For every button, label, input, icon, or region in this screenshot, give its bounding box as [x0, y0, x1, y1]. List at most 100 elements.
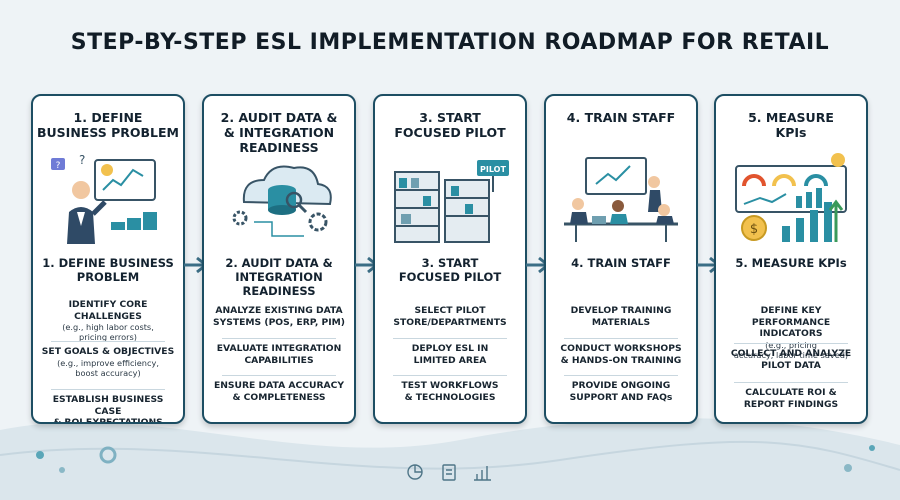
action-title-line: COLLECT AND ANALYZE [730, 348, 852, 359]
item-divider [393, 375, 507, 376]
step-title: 2. AUDIT DATA &INTEGRATION READINESS [208, 256, 350, 298]
action-title-line: LIMITED AREA [413, 354, 487, 366]
step-title-line: 4. TRAIN STAFF [571, 256, 671, 270]
store-shelves-pilot-illustration: PILOT [394, 160, 509, 243]
step-action-item: ENSURE DATA ACCURACY& COMPLETENESS [210, 380, 348, 403]
action-example-line: pricing errors) [79, 332, 137, 342]
step-title-line: 5. MEASURE KPIs [735, 256, 847, 270]
step-title-line: 3. START [421, 256, 479, 270]
step-header-line: FOCUSED PILOT [394, 125, 506, 140]
step-action-item: ESTABLISH BUSINESS CASE& ROI EXPECTATION… [39, 394, 177, 424]
action-title-line: SET GOALS & OBJECTIVES [41, 346, 175, 357]
decor-ring-icon [99, 446, 117, 464]
step-action-item: CALCULATE ROI &REPORT FINDINGS [722, 387, 860, 410]
action-example-line: (e.g., pricing [765, 339, 817, 350]
svg-text:$: $ [750, 222, 758, 237]
item-divider [734, 343, 848, 344]
action-example-line: (e.g., improve efficiency, [57, 357, 159, 368]
business-person-presentation-illustration: ?? [51, 153, 157, 244]
item-divider [222, 375, 336, 376]
action-title-line: REPORT FINDINGS [743, 398, 839, 410]
action-title-line: EVALUATE INTEGRATION [216, 343, 342, 354]
step-header-line: 5. MEASURE [748, 110, 834, 125]
page-title: STEP-BY-STEP ESL IMPLEMENTATION ROADMAP … [70, 30, 830, 55]
decor-dot [59, 467, 65, 473]
action-title-line: SUPPORT AND FAQs [569, 391, 673, 403]
item-divider [51, 389, 165, 390]
step-title: 4. TRAIN STAFF [550, 256, 692, 270]
cloud-database-gears-illustration [232, 165, 332, 237]
item-divider [564, 375, 678, 376]
step-header-line: 2. AUDIT DATA & [220, 110, 338, 125]
step-title-line: INTEGRATION READINESS [235, 270, 323, 298]
training-classroom-illustration [564, 157, 678, 242]
action-title-line: DEPLOY ESL IN [411, 343, 489, 354]
step-action-item: CONDUCT WORKSHOPS& HANDS-ON TRAINING [552, 343, 690, 366]
action-title-line: DEFINE KEY PERFORMANCE [751, 305, 831, 328]
step-action-item: TEST WORKFLOWS& TECHNOLOGIES [381, 380, 519, 403]
checklist-icon [442, 464, 456, 481]
svg-text:?: ? [56, 161, 61, 171]
action-example-line: (e.g., high labor costs, [62, 322, 154, 332]
item-divider [51, 341, 165, 342]
step-card-4: 4. TRAIN STAFF 4. TRAIN STAFF DEVELOP TRAI… [544, 94, 698, 424]
action-title-line: ENSURE DATA ACCURACY [213, 380, 345, 391]
bar-chart-icon [474, 466, 491, 481]
action-title-line: & TECHNOLOGIES [404, 391, 496, 403]
step-header-line: BUSINESS PROBLEM [36, 125, 179, 140]
step-header-line: 1. DEFINE [73, 110, 143, 125]
item-divider [222, 338, 336, 339]
step-header-line: KPIs [775, 125, 807, 140]
action-title-line: & COMPLETENESS [232, 391, 326, 403]
action-title-line: ESTABLISH BUSINESS CASE [52, 394, 164, 417]
action-title-line: & ROI EXPECTATIONS [53, 417, 163, 424]
step-header-line: & INTEGRATION [223, 125, 335, 140]
action-title-line: CALCULATE ROI & [745, 387, 837, 398]
item-divider [734, 382, 848, 383]
decor-dot [844, 464, 852, 472]
action-title-line: CONDUCT WORKSHOPS [560, 343, 682, 354]
action-title-line: & HANDS-ON TRAINING [560, 354, 682, 366]
action-example-line: accuracy, labor time saved) [733, 349, 849, 360]
action-title-line: SYSTEMS (POS, ERP, PIM) [212, 316, 345, 328]
action-title-line: ANALYZE EXISTING DATA [215, 305, 343, 316]
step-action-item: SET GOALS & OBJECTIVES(e.g., improve eff… [39, 346, 177, 378]
svg-text:?: ? [79, 153, 85, 167]
action-title-line: CAPABILITIES [244, 354, 314, 366]
decor-dot [36, 451, 44, 459]
step-title: 5. MEASURE KPIs [720, 256, 862, 270]
item-divider [564, 338, 678, 339]
action-title-line: SELECT PILOT [414, 305, 486, 316]
step-header: 4. TRAIN STAFF [546, 110, 696, 125]
step-header-line: 3. START [419, 110, 481, 125]
decor-dot [869, 445, 875, 451]
action-title-line: DEVELOP TRAINING [570, 305, 672, 316]
pie-chart-icon [407, 464, 423, 480]
action-example-line: boost accuracy) [75, 367, 141, 378]
step-title-line: 1. DEFINE BUSINESS [42, 256, 174, 270]
step-header-line: READINESS [239, 140, 319, 155]
action-title-line: STORE/DEPARTMENTS [393, 316, 507, 328]
step-action-item: IDENTIFY CORE CHALLENGES(e.g., high labo… [39, 299, 177, 342]
step-title-line: 2. AUDIT DATA & [225, 256, 333, 270]
kpi-dashboard-growth-illustration: $ [735, 153, 847, 242]
action-title-line: IDENTIFY CORE CHALLENGES [68, 299, 148, 322]
